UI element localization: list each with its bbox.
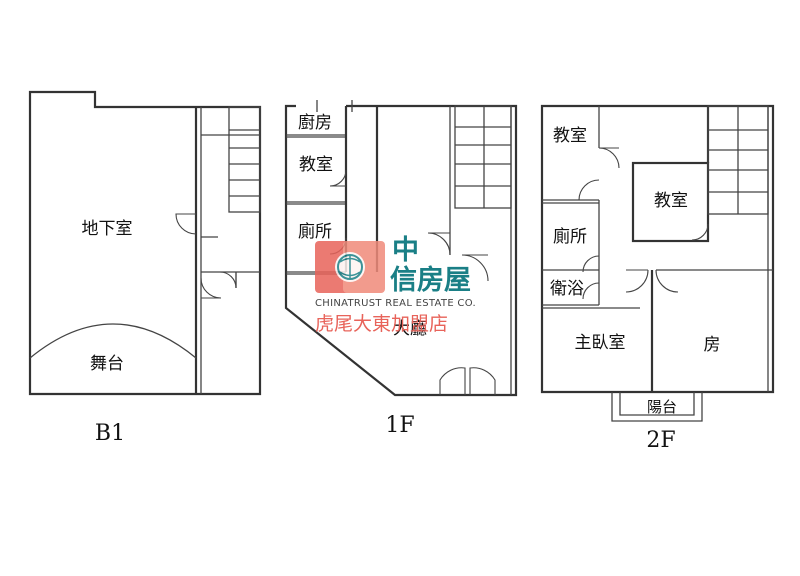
room-kitchen: 廚房 <box>298 112 332 133</box>
2f-door <box>691 223 709 241</box>
1f-door <box>461 254 489 282</box>
2f-door <box>598 147 620 169</box>
room-basement: 地下室 <box>82 219 133 239</box>
floor-label-2f: 2F <box>646 428 675 453</box>
2f-door <box>655 269 679 293</box>
2f-door <box>582 255 600 273</box>
room-classroom-2: 教室 <box>654 191 688 211</box>
room-classroom-1: 教室 <box>553 126 587 146</box>
watermark-char-top: 中 <box>392 235 419 266</box>
floor-label-1f: 1F <box>385 413 414 438</box>
floor-1f: 廚房 教室 廁所 大廳 1F <box>284 100 518 438</box>
room-hall: 大廳 <box>393 319 427 339</box>
2f-door <box>582 282 600 300</box>
1f-door <box>439 367 466 395</box>
2f-outer-wall <box>540 104 775 394</box>
floor-label-b1: B1 <box>95 421 125 446</box>
b1-outer-wall <box>28 90 262 396</box>
room-stage: 舞台 <box>90 354 124 374</box>
floor-b1: 地下室 舞台 B1 <box>28 90 262 446</box>
watermark: 中 信房屋 CHINATRUST REAL ESTATE CO. 虎尾大東加盟店 <box>315 235 476 335</box>
1f-door <box>427 232 451 256</box>
room-bath: 衛浴 <box>550 279 584 299</box>
watermark-logo <box>315 241 385 293</box>
1f-stairs <box>454 105 512 395</box>
room-classroom: 教室 <box>299 155 333 175</box>
b1-stage-arc <box>29 323 197 359</box>
1f-door <box>469 367 496 395</box>
2f-door <box>625 269 649 293</box>
b1-stairs <box>201 106 261 213</box>
b1-door <box>200 277 222 299</box>
room-balcony: 陽台 <box>647 398 677 416</box>
room-master-bedroom: 主臥室 <box>575 333 626 353</box>
room-bedroom: 房 <box>704 335 721 355</box>
watermark-brand-name: 信房屋 <box>390 265 471 296</box>
2f-stairs <box>707 105 769 392</box>
room-toilet: 廁所 <box>298 221 332 242</box>
watermark-branch: 虎尾大東加盟店 <box>315 313 448 335</box>
floor-2f: 教室 教室 廁所 衛浴 主臥室 房 陽台 2F <box>540 104 775 453</box>
b1-door <box>175 213 197 235</box>
2f-door <box>578 179 600 201</box>
watermark-english: CHINATRUST REAL ESTATE CO. <box>315 298 476 309</box>
1f-door <box>329 169 347 187</box>
2f-balcony <box>611 392 703 422</box>
b1-door <box>219 271 237 289</box>
room-toilet-2f: 廁所 <box>553 226 587 247</box>
